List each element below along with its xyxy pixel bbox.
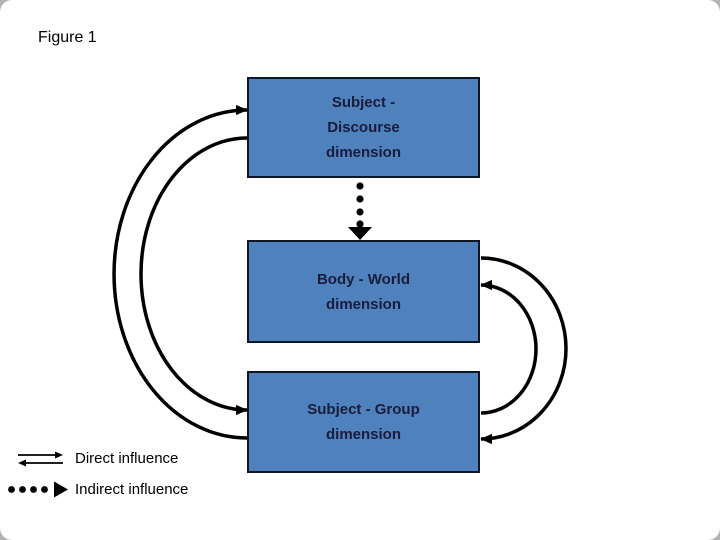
legend-label-direct-influence: Direct influence: [75, 450, 179, 467]
direct-arrow-middle-to-bottom-right-outer: [480, 256, 568, 445]
double-arrow-icon: [18, 451, 63, 466]
box-body-world: Body - World dimension: [247, 240, 480, 343]
box-subject-group: Subject - Group dimension: [247, 371, 480, 473]
legend-label-indirect-influence: Indirect influence: [75, 481, 189, 498]
direct-arrow-top-to-bottom-left-inner: [139, 136, 248, 416]
box-subject-discourse-label: Subject - Discourse dimension: [325, 94, 401, 161]
direct-arrow-bottom-to-top-left-outer: [112, 104, 248, 440]
dotted-arrow-icon: [8, 481, 68, 498]
box-subject-group-label: Subject - Group dimension: [307, 401, 420, 443]
direct-arrow-bottom-to-middle-right-inner: [480, 279, 538, 415]
figure-title: Figure 1: [38, 29, 97, 46]
indirect-dotted-arrow-top-to-middle: [348, 182, 372, 240]
box-body-world-label: Body - World dimension: [316, 270, 411, 313]
box-subject-discourse: Subject - Discourse dimension: [247, 77, 480, 178]
legend-item-indirect-influence: Indirect influence: [8, 481, 188, 498]
legend-item-direct-influence: Direct influence: [18, 450, 178, 467]
